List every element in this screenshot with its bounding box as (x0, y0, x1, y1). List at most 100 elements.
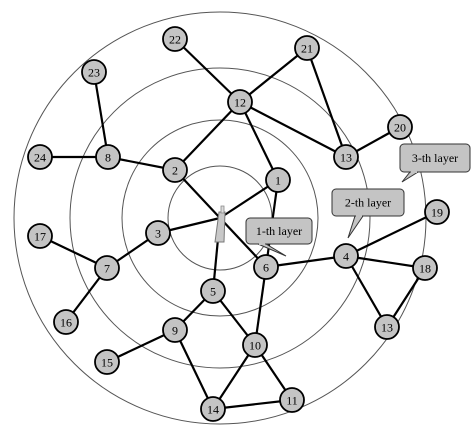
node-circle (279, 387, 305, 413)
node-circle (333, 243, 359, 269)
node-15: 15 (94, 349, 120, 375)
node-label: 9 (172, 324, 178, 338)
node-label: 15 (101, 356, 113, 370)
node-13: 13 (374, 314, 400, 340)
node-label: 10 (249, 339, 261, 353)
node-11: 11 (279, 387, 305, 413)
node-circle (145, 220, 171, 246)
callout-layer1: 1-th layer (245, 217, 313, 257)
node-label: 13 (381, 321, 393, 335)
node-9: 9 (162, 317, 188, 343)
node-14: 14 (200, 396, 226, 422)
node-label: 21 (301, 42, 313, 56)
node-circle (53, 309, 79, 335)
layer-callouts: 1-th layer 2-th layer 3-th layer (245, 143, 471, 257)
edge-n4-n13b (345, 255, 388, 328)
node-21: 21 (294, 35, 320, 61)
node-3: 3 (145, 220, 171, 246)
node-label: 1 (275, 174, 281, 188)
node-13: 13 (333, 144, 359, 170)
node-circle (265, 167, 291, 193)
node-label: 5 (210, 285, 216, 299)
node-label: 24 (34, 151, 46, 165)
node-10: 10 (242, 332, 268, 358)
node-circle (242, 332, 268, 358)
node-label: 16 (60, 316, 72, 330)
node-circle (387, 114, 413, 140)
node-23: 23 (81, 59, 107, 85)
callout-label: 2-th layer (345, 196, 391, 210)
callout-tail (401, 171, 420, 183)
node-7: 7 (94, 255, 120, 281)
callout-label: 1-th layer (256, 224, 302, 238)
callout-tail (257, 243, 287, 257)
node-label: 11 (286, 394, 298, 408)
node-circle (424, 199, 450, 225)
node-12: 12 (227, 89, 253, 115)
node-label: 13 (340, 151, 352, 165)
node-circle (200, 278, 226, 304)
node-circle (81, 59, 107, 85)
node-label: 2 (172, 164, 178, 178)
node-circle (253, 254, 279, 280)
node-label: 3 (155, 227, 161, 241)
node-label: 23 (88, 66, 100, 80)
node-label: 20 (394, 121, 406, 135)
edge-n8-n23 (92, 71, 110, 158)
edge-n4-n19 (345, 211, 438, 257)
node-label: 8 (105, 151, 111, 165)
callout-label: 3-th layer (412, 151, 458, 165)
callout-layer2: 2-th layer (331, 188, 405, 239)
edge-n21-n13a (305, 47, 348, 158)
node-22: 22 (162, 26, 188, 52)
node-label: 4 (343, 250, 349, 264)
node-label: 12 (234, 96, 246, 110)
node-circle (27, 223, 53, 249)
center-user-icon (214, 205, 226, 243)
node-circle (333, 144, 359, 170)
node-label: 7 (104, 262, 110, 276)
node-circle (412, 255, 438, 281)
callout-box (331, 188, 405, 217)
node-circle (162, 26, 188, 52)
edge-n14-n11 (212, 398, 293, 411)
nodes: 1234567891011121313141516171819202122232… (27, 26, 450, 422)
edge-n6-n4 (265, 254, 347, 269)
layer-ring-2 (121, 119, 319, 317)
edge-n6-n10 (253, 266, 268, 346)
node-circle (294, 35, 320, 61)
node-4: 4 (333, 243, 359, 269)
edge-n22-n12 (174, 38, 241, 103)
node-label: 14 (207, 403, 219, 417)
edge-n12-n13a (239, 101, 347, 158)
node-2: 2 (162, 157, 188, 183)
edge-n12-n2 (174, 101, 241, 171)
callout-layer3: 3-th layer (399, 143, 471, 183)
node-8: 8 (95, 144, 121, 170)
node-circle (374, 314, 400, 340)
node-circle (95, 144, 121, 170)
node-label: 18 (419, 262, 431, 276)
node-6: 6 (253, 254, 279, 280)
node-circle (162, 317, 188, 343)
edge-n4-n18 (345, 254, 426, 270)
edge-n12-n21 (239, 47, 308, 103)
node-circle (200, 396, 226, 422)
node-circle (94, 349, 120, 375)
callout-box (399, 143, 471, 173)
node-circle (227, 89, 253, 115)
node-label: 17 (34, 230, 46, 244)
node-24: 24 (27, 144, 53, 170)
callout-box (245, 217, 313, 245)
layer-ring-3 (69, 67, 371, 369)
node-5: 5 (200, 278, 226, 304)
node-18: 18 (412, 255, 438, 281)
edge-n12-n1 (239, 101, 279, 181)
node-label: 6 (263, 261, 269, 275)
node-circle (162, 157, 188, 183)
node-circle (27, 144, 53, 170)
node-19: 19 (424, 199, 450, 225)
edge-n9-n14 (174, 329, 214, 410)
node-20: 20 (387, 114, 413, 140)
